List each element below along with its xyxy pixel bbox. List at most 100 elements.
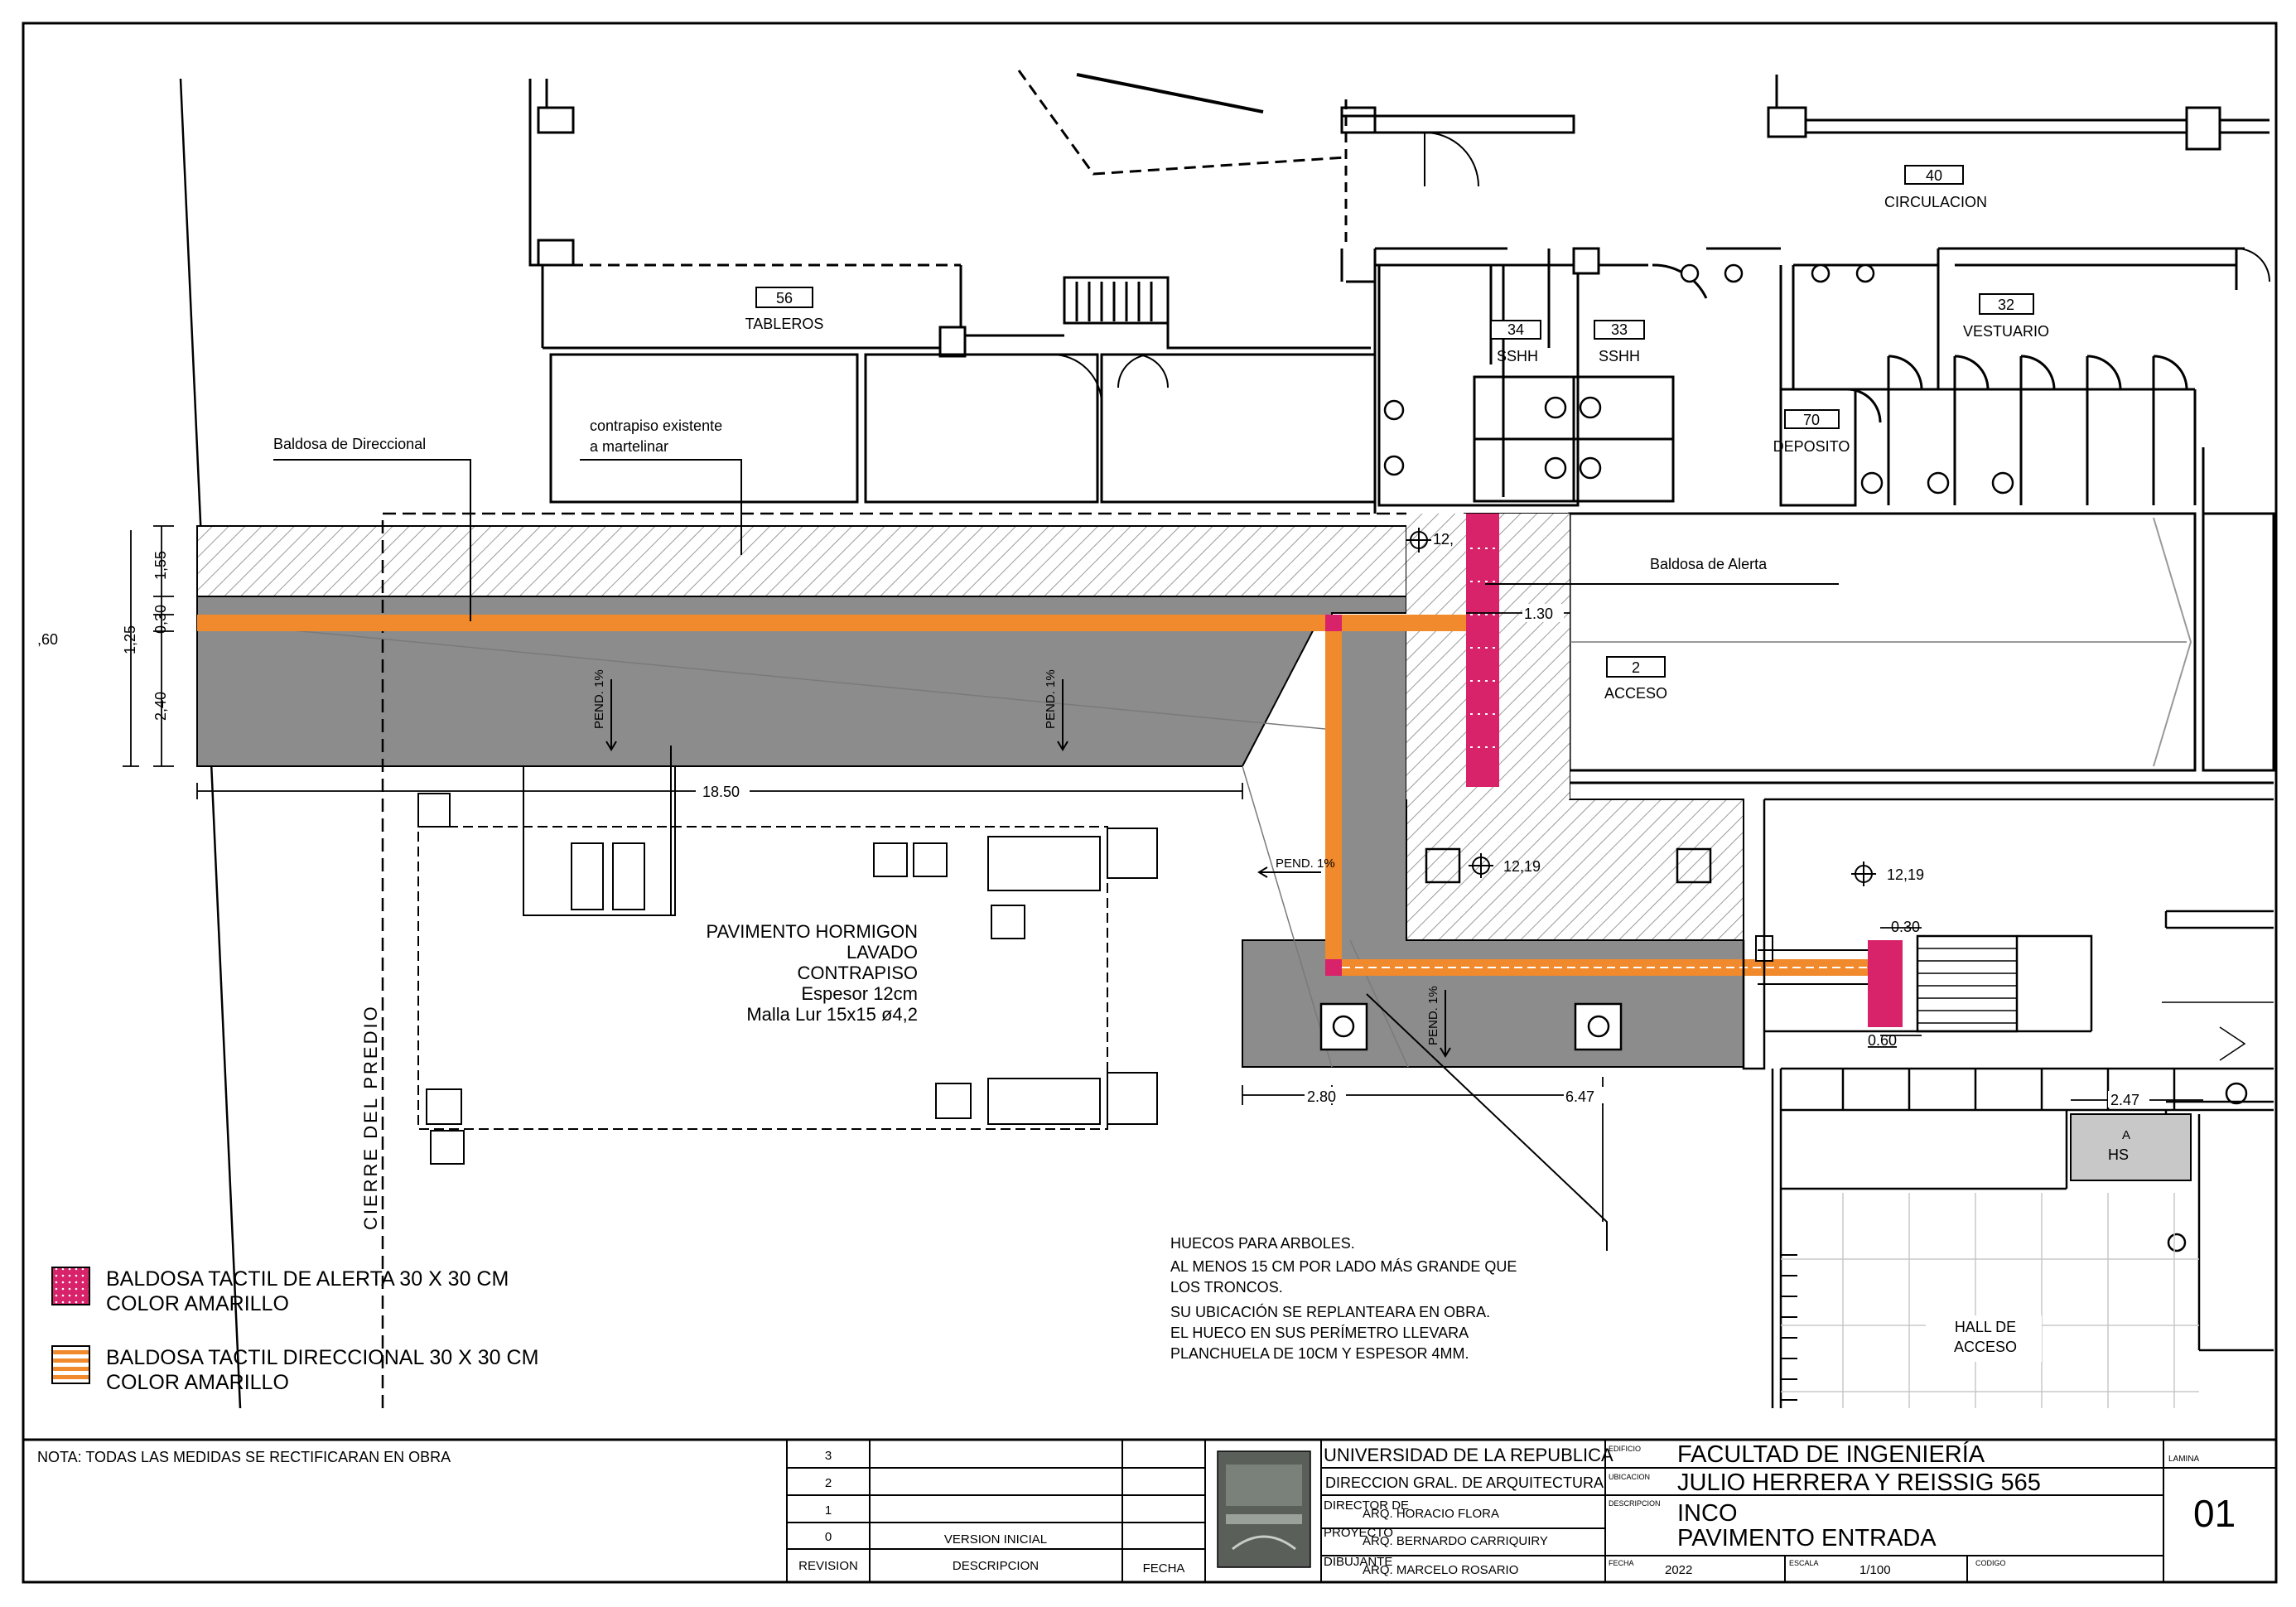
note-line: AL MENOS 15 CM POR LADO MÁS GRANDE QUE xyxy=(1170,1258,1517,1275)
dim-647: 6.47 xyxy=(1565,1088,1594,1105)
tb-lbl-dibujante: DIBUJANTE xyxy=(1324,1555,1392,1569)
tb-fecha: 2022 xyxy=(1665,1563,1692,1577)
level-value: 12,19 xyxy=(1503,858,1541,875)
tb-lbl-descripcion: DESCRIPCION xyxy=(1609,1499,1661,1508)
note-line: EL HUECO EN SUS PERÍMETRO LLEVARA xyxy=(1170,1325,1469,1341)
building-walls xyxy=(528,70,2275,784)
pavement-spec-line: Espesor 12cm xyxy=(801,983,918,1004)
legend-direccional-line2: COLOR AMARILLO xyxy=(106,1371,289,1394)
university-seal xyxy=(1217,1450,1311,1568)
level-value: 12,19 xyxy=(1887,866,1924,883)
room-number-box xyxy=(1784,409,1840,429)
room-number-box xyxy=(1904,165,1964,185)
tb-hdr-descripcion: DESCRIPCION xyxy=(953,1559,1039,1573)
title-block xyxy=(23,1438,2276,1582)
room-number-box xyxy=(1594,320,1645,340)
tb-ubicacion: JULIO HERRERA Y REISSIG 565 xyxy=(1677,1469,2041,1496)
room-2-number: 2 xyxy=(1632,659,1640,676)
room-number-box xyxy=(1979,293,2034,315)
tb-hdr-fecha: FECHA xyxy=(1143,1561,1185,1576)
tb-lbl-lamina: LAMINA xyxy=(2168,1455,2200,1464)
existing-subfloor-hatch xyxy=(196,525,1407,597)
sanitary-fixtures xyxy=(1383,263,2014,495)
room-34-name: SSHH xyxy=(1497,348,1538,364)
tb-lamina: 01 xyxy=(2193,1492,2236,1535)
tb-director: ARQ. HORACIO FLORA xyxy=(1363,1507,1499,1521)
slope-label: PEND. 1% xyxy=(1044,669,1058,729)
tb-rev-desc-0: VERSION INICIAL xyxy=(944,1532,1047,1547)
legend-alerta-line2: COLOR AMARILLO xyxy=(106,1292,289,1315)
sheet-frame xyxy=(22,22,2278,1584)
tb-rev-1: 1 xyxy=(825,1503,832,1518)
alerta-tactile-tiles xyxy=(1466,514,1903,1027)
tb-rev-2: 2 xyxy=(825,1476,832,1490)
tree-holes-note: HUECOS PARA ARBOLES. AL MENOS 15 CM POR … xyxy=(1170,1235,1517,1362)
tb-desc-2: PAVIMENTO ENTRADA xyxy=(1677,1525,1937,1552)
dim-030: 0,30 xyxy=(152,605,169,634)
hall-name-line1: HALL DE xyxy=(1955,1319,2016,1335)
label-cierre-predio: CIERRE DEL PREDIO xyxy=(360,1004,381,1230)
tb-lbl-escala: ESCALA xyxy=(1789,1559,1819,1567)
dim-240: 2,40 xyxy=(152,692,169,721)
tb-org-2: DIRECCION GRAL. DE ARQUITECTURA xyxy=(1325,1474,1604,1491)
room-40-number: 40 xyxy=(1926,167,1942,184)
slope-arrows xyxy=(605,679,1451,1058)
pavement-spec-line: LAVADO xyxy=(847,942,918,963)
dim-155: 1,55 xyxy=(152,551,169,580)
room-56-name: TABLEROS xyxy=(745,316,824,332)
room-34-number: 34 xyxy=(1507,321,1524,338)
room-2-name: ACCESO xyxy=(1604,685,1667,702)
tb-escala: 1/100 xyxy=(1859,1563,1891,1577)
legend-swatch-direccional xyxy=(51,1345,90,1384)
label-baldosa-alerta: Baldosa de Alerta xyxy=(1650,556,1768,572)
outdoor-area xyxy=(417,766,1158,1165)
tb-nota: NOTA: TODAS LAS MEDIDAS SE RECTIFICARAN … xyxy=(37,1449,451,1465)
hs-letter: A xyxy=(2122,1128,2130,1142)
dim-280: 2.80 xyxy=(1307,1088,1336,1105)
dim-060: ,60 xyxy=(37,631,58,648)
dim-247: 2.47 xyxy=(2110,1092,2139,1108)
dim-060b: 0.60 xyxy=(1868,1032,1897,1049)
level-value: 12, xyxy=(1433,531,1454,548)
legend-swatch-alerta xyxy=(51,1267,90,1305)
leader-lines xyxy=(273,459,1839,1251)
legend-direccional-line1: BALDOSA TACTIL DIRECCIONAL 30 X 30 CM xyxy=(106,1346,538,1369)
note-line: HUECOS PARA ARBOLES. xyxy=(1170,1235,1355,1252)
hs-room xyxy=(2070,1113,2192,1181)
tb-lbl-ubicacion: UBICACION xyxy=(1609,1473,1650,1481)
room-40-name: CIRCULACION xyxy=(1884,194,1987,210)
pavement-spec-line: CONTRAPISO xyxy=(798,963,918,983)
dim-030b: 0.30 xyxy=(1891,919,1920,935)
label-baldosa-direccional: Baldosa de Direccional xyxy=(273,436,426,452)
slope-label: PEND. 1% xyxy=(1276,857,1335,871)
room-70-name: DEPOSITO xyxy=(1773,438,1850,455)
room-56-number: 56 xyxy=(776,290,793,306)
tb-desc-1: INCO xyxy=(1677,1500,1738,1527)
pavement-spec-line: Malla Lur 15x15 ø4,2 xyxy=(746,1004,918,1025)
room-70-number: 70 xyxy=(1803,412,1820,428)
tree-holes xyxy=(1319,847,1712,1051)
legend: BALDOSA TACTIL DE ALERTA 30 X 30 CM COLO… xyxy=(51,1267,538,1394)
tb-edificio: FACULTAD DE INGENIERÍA xyxy=(1677,1441,1985,1468)
note-line: SU UBICACIÓN SE REPLANTEARA EN OBRA. xyxy=(1170,1303,1490,1320)
hall-name-line2: ACCESO xyxy=(1954,1339,2017,1355)
tb-lbl-fecha: FECHA xyxy=(1609,1559,1634,1567)
dim-1850: 18.50 xyxy=(702,784,740,800)
pavement-spec: PAVIMENTO HORMIGON LAVADO CONTRAPISO Esp… xyxy=(707,921,918,1025)
tb-hdr-revision: REVISION xyxy=(798,1559,858,1573)
slope-label: PEND. 1% xyxy=(1426,986,1440,1045)
hs-label: HS xyxy=(2108,1146,2129,1163)
room-33-name: SSHH xyxy=(1599,348,1640,364)
tb-lbl-codigo: CODIGO xyxy=(1975,1559,2006,1567)
legend-alerta-line1: BALDOSA TACTIL DE ALERTA 30 X 30 CM xyxy=(106,1267,509,1291)
tb-rev-3: 3 xyxy=(825,1449,832,1463)
dim-130: 1.30 xyxy=(1524,606,1553,622)
tb-lbl-director: DIRECTOR DE xyxy=(1324,1498,1409,1513)
lower-right-building xyxy=(1742,798,2274,1408)
hall-stair xyxy=(1781,1254,1797,1401)
note-line: LOS TRONCOS. xyxy=(1170,1279,1283,1296)
tb-proyecto: ARQ. BERNARDO CARRIQUIRY xyxy=(1363,1534,1548,1548)
room-33-number: 33 xyxy=(1611,321,1628,338)
room-labels: 40 CIRCULACION 56 TABLEROS 34 SSHH 33 SS… xyxy=(745,165,2049,702)
